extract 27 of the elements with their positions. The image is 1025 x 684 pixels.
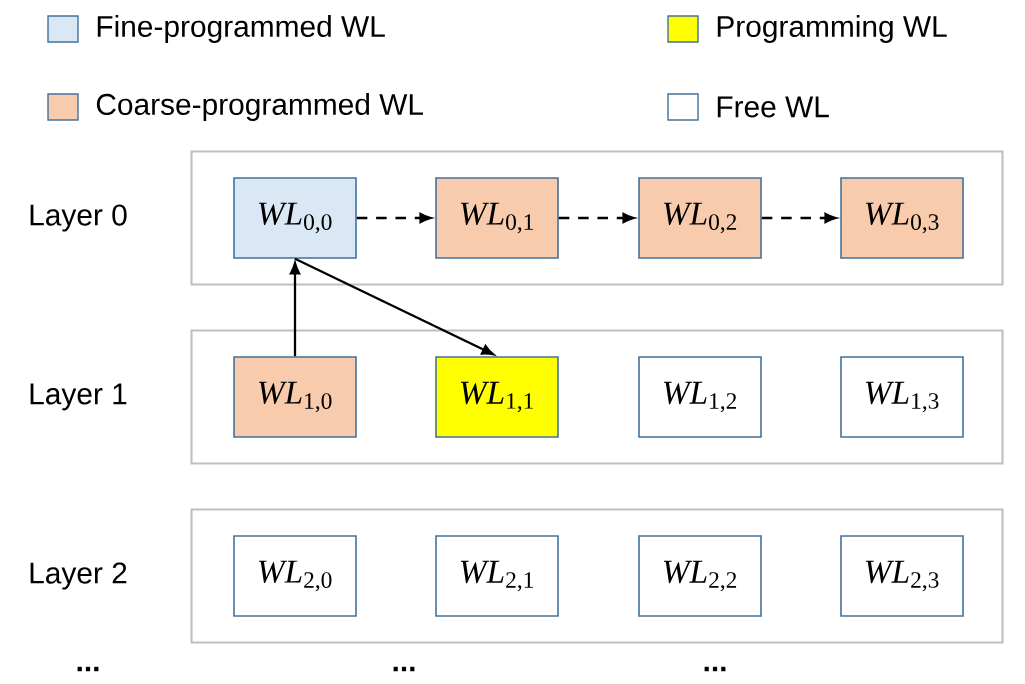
- legend-text: Coarse-programmed WL: [96, 93, 423, 121]
- layer-label: Layer 0: [30, 204, 127, 232]
- legend-text: Fine-programmed WL: [97, 15, 385, 43]
- wordline-box: WL$_{1,2}$: [638, 356, 762, 438]
- arrow: [761, 212, 837, 224]
- wordline-box: WL$_{2,3}$: [840, 535, 964, 617]
- arrow: [558, 212, 635, 224]
- ellipsis: ...: [77, 666, 99, 672]
- wordline-box: WL$_{0,2}$: [638, 177, 762, 259]
- wordline-box: WL$_{2,1}$: [435, 535, 559, 617]
- ellipsis: ...: [393, 666, 415, 672]
- arrow: [289, 262, 301, 357]
- legend-text: Programming WL: [717, 15, 947, 43]
- wordline-box: WL$_{0,3}$: [840, 177, 964, 259]
- wordline-box: WL$_{1,0}$: [233, 356, 357, 438]
- wordline-box: WL$_{1,3}$: [840, 356, 964, 438]
- arrow: [356, 212, 432, 224]
- wordline-box: WL$_{2,0}$: [233, 535, 357, 617]
- arrow: [294, 257, 495, 356]
- wordline-box: WL$_{0,0}$: [233, 177, 357, 259]
- wordline-box: WL$_{1,1}$: [435, 356, 559, 438]
- layer-label: Layer 2: [30, 562, 127, 590]
- layer-label: Layer 1: [30, 383, 127, 411]
- legend-text: Free WL: [717, 96, 829, 118]
- wordline-box: WL$_{2,2}$: [638, 535, 762, 617]
- wordline-box: WL$_{0,1}$: [435, 177, 559, 259]
- ellipsis: ...: [704, 666, 726, 672]
